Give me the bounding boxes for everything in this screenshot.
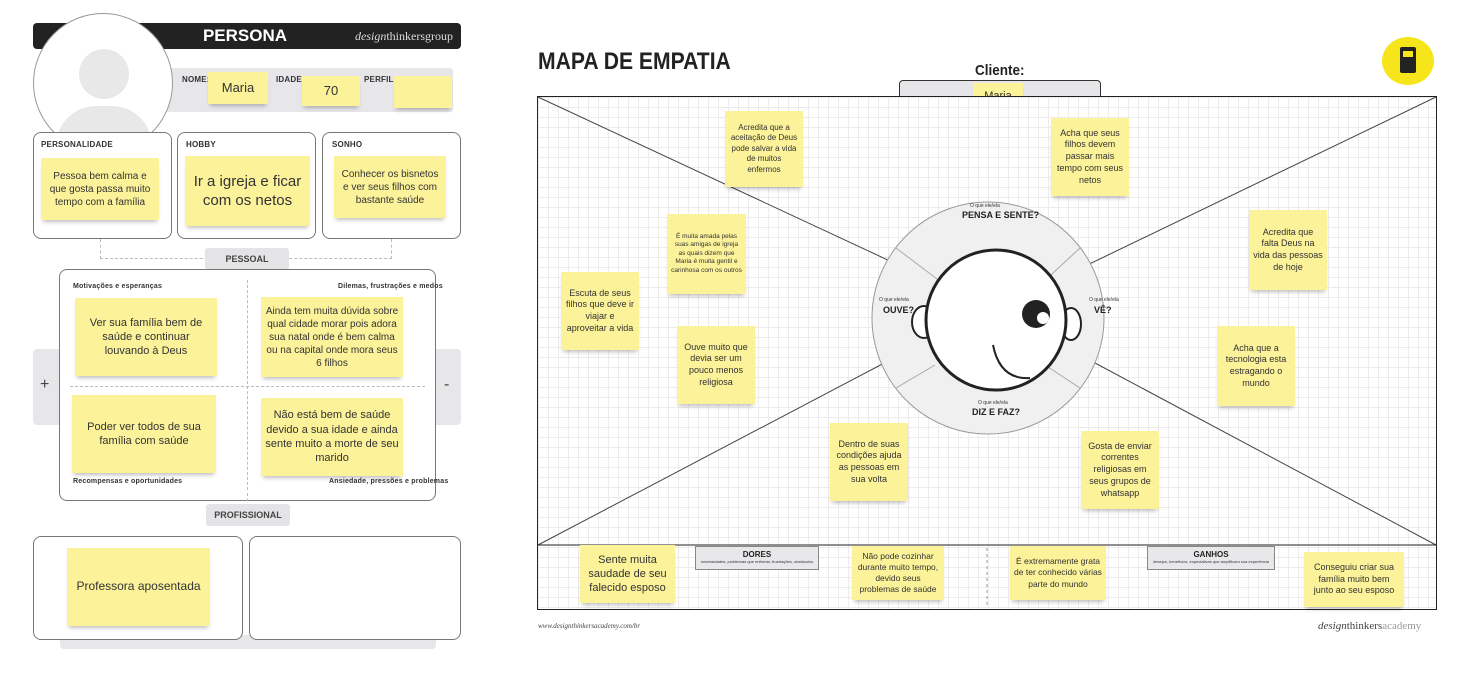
ansiedade-label: Ansiedade, pressões e problemas [329,478,449,485]
perfil-label: PERFIL: [364,75,397,84]
ouve-question: O que ele/ela [879,297,909,303]
ve-title: VÊ? [1094,305,1112,315]
sonho-label: SONHO [332,140,363,149]
persona-brand-suffix: thinkersgroup [386,29,453,43]
dilemas-note: Ainda tem muita dúvida sobre qual cidade… [261,297,403,377]
profissional-note: Professora aposentada [67,548,210,626]
ouve-note-2: Escuta de seus filhos que deve ir viajar… [561,272,639,350]
ve-note-2: Acha que a tecnologia esta estragando o … [1217,326,1295,406]
minus-bar [434,349,461,425]
ouve-title: OUVE? [883,305,915,315]
personalidade-label: PERSONALIDADE [41,140,113,149]
nome-label: NOME: [182,75,210,84]
dores-note-2: Não pode cozinhar durante muito tempo, d… [852,546,944,600]
empathy-title: MAPA DE EMPATIA [538,48,731,75]
ve-question: O que ele/ela [1089,297,1119,303]
ve-note-1: Acredita que falta Deus na vida das pess… [1249,210,1327,290]
diz-note-2: Gosta de enviar correntes religiosas em … [1081,431,1159,509]
ganhos-subtitle: desejos, benefícios, expectativas que am… [1153,559,1269,564]
personalidade-note: Pessoa bem calma e que gosta passa muito… [41,158,159,220]
academy-logo-icon [1382,37,1434,85]
recompensas-note: Poder ver todos de sua família com saúde [72,395,216,473]
quadrant-hline [70,386,425,387]
footer-brand: designthinkersacademy [1318,620,1421,632]
dilemas-label: Dilemas, frustrações e medos [338,283,443,290]
diz-question: O que ele/ela [978,400,1008,406]
pensa-title: PENSA E SENTE? [962,210,1040,220]
diz-title: DIZ E FAZ? [972,407,1020,417]
motivacoes-note: Ver sua família bem de saúde e continuar… [75,298,217,376]
profissional-tab: PROFISSIONAL [206,504,290,526]
footer-url[interactable]: www.designthinkersacademy.com/br [538,622,641,630]
perfil-note [394,76,452,108]
footer-brand-mid: thinkers [1346,620,1383,632]
ansiedade-note: Não está bem de saúde devido a sua idade… [261,398,403,476]
ganhos-title: GANHOS [1193,550,1229,559]
footer-brand-prefix: design [1318,620,1347,632]
persona-brand-prefix: design [355,29,387,43]
sonho-note: Conhecer os bisnetos e ver seus filhos c… [334,156,446,218]
pessoal-tab: PESSOAL [205,248,289,270]
pensa-question: O que ele/ela [970,203,1000,209]
ganhos-note-1: É extremamente grata de ter conhecido vá… [1010,546,1106,600]
profissional-box-right [249,536,461,640]
persona-brand: designthinkersgroup [355,29,453,44]
plus-bar [33,349,61,425]
hobby-label: HOBBY [186,140,216,149]
minus-sign: - [444,376,450,393]
hobby-note: Ir a igreja e ficar com os netos [185,156,310,226]
dores-subtitle: necessidades, problemas que enfrenta, fr… [700,559,814,564]
idade-label: IDADE: [276,75,305,84]
nome-note: Maria [208,72,268,104]
footer-brand-suffix: academy [1382,620,1422,632]
pensa-note-1: Acredita que a aceitação de Deus pode sa… [725,111,803,187]
pensa-note-2: Acha que seus filhos devem passar mais t… [1051,118,1129,196]
dores-header: DORES necessidades, problemas que enfren… [695,546,819,570]
quadrant-vline [247,280,248,490]
persona-title: PERSONA [202,26,288,45]
dores-title: DORES [742,550,772,559]
idade-note: 70 [302,76,360,106]
plus-sign: + [40,376,50,393]
ganhos-header: GANHOS desejos, benefícios, expectativas… [1147,546,1275,570]
profissional-connector [247,493,248,507]
dores-note-1: Sente muita saudade de seu falecido espo… [580,545,675,603]
ganhos-note-2: Conseguiu criar sua família muito bem ju… [1304,552,1404,607]
recompensas-label: Recompensas e oportunidades [73,478,183,485]
ouve-note-1: É muita amada pelas suas amigas de igrej… [667,214,746,294]
cliente-label: Cliente: [975,62,1025,79]
ouve-note-3: Ouve muito que devia ser um pouco menos … [677,326,755,404]
avatar [33,13,173,153]
motivacoes-label: Motivações e esperanças [73,283,163,290]
diz-note-1: Dentro de suas condições ajuda as pessoa… [830,423,908,501]
avatar-head [79,49,129,99]
empathy-frame [537,96,1437,610]
